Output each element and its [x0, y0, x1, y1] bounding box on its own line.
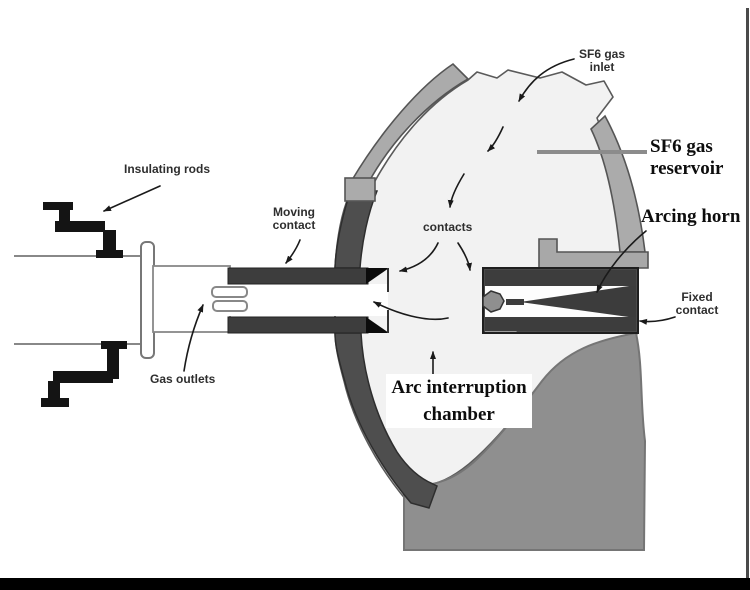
shell-step — [344, 177, 376, 202]
right-border-line — [746, 8, 749, 578]
tube-wall-top — [227, 267, 369, 285]
horn-tip-bulb — [482, 290, 505, 313]
piston-flange — [140, 241, 155, 359]
moving-contact-arrow — [285, 239, 301, 264]
bottom-border-bar — [0, 578, 750, 590]
annotation-arrows — [103, 58, 676, 378]
insulating-rods-arrow — [103, 185, 161, 212]
block-rail-top — [485, 270, 636, 286]
label-sf6-gas-inlet: SF6 gas inlet — [578, 47, 626, 74]
label-arc-interruption-chamber: Arc interruption chamber — [386, 374, 532, 428]
insulating-rod-bottom — [41, 341, 127, 407]
gas-flow-arrow-1 — [487, 126, 504, 152]
label-contacts: contacts — [423, 220, 473, 234]
label-gas-outlets: Gas outlets — [150, 372, 216, 386]
tube-wall-bottom — [227, 316, 369, 334]
fixed-contact-arrow — [639, 316, 676, 325]
sf6-inlet-arrow — [518, 58, 575, 102]
shell-bar — [538, 238, 649, 269]
moving-contact-tube — [227, 267, 389, 334]
tube-bevel-top — [366, 268, 389, 284]
base-mound — [403, 331, 647, 551]
gas-outlet-ports — [211, 286, 248, 312]
label-moving-contact: Moving contact — [272, 205, 316, 232]
block-rail-bottom — [485, 317, 636, 331]
chamber-wall-lower — [334, 332, 438, 509]
nozzle-mouth-arrow — [373, 301, 449, 321]
label-fixed-contact: Fixed contact — [675, 290, 719, 317]
tube-bore — [228, 284, 388, 316]
arcing-horn-cone — [520, 285, 636, 318]
tube-bevel-bottom — [366, 317, 389, 333]
fixed-contact-block — [482, 267, 639, 334]
arcing-horn-arrow — [596, 230, 647, 293]
horn-stem — [506, 299, 524, 305]
contacts-arrow-right — [457, 242, 472, 271]
piston-body — [152, 265, 231, 333]
gas-outlets-arrow — [183, 304, 204, 372]
gas-flow-arrow-2 — [447, 173, 465, 208]
contacts-arrow-left — [399, 242, 439, 273]
label-insulating-rods: Insulating rods — [124, 162, 211, 176]
label-sf6-gas-reservoir: SF6 gas reservoir — [650, 136, 724, 179]
label-arcing-horn: Arcing horn — [641, 206, 741, 227]
insulating-rod-top — [43, 202, 123, 258]
